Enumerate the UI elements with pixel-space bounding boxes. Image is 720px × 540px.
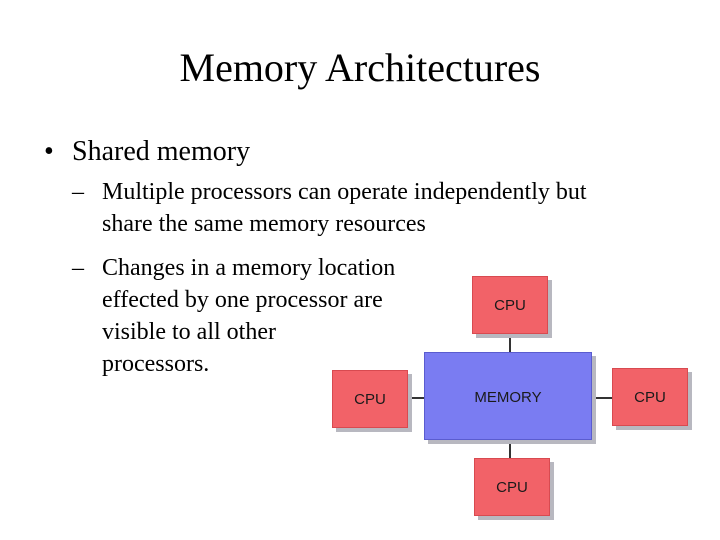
cpu-box-top: CPU: [472, 276, 548, 334]
bullet-shared-memory: • Shared memory: [44, 134, 250, 170]
connector-top: [509, 332, 511, 352]
cpu-box-bottom: CPU: [474, 458, 550, 516]
cpu-box-right: CPU: [612, 368, 688, 426]
connector-left: [406, 397, 424, 399]
slide-title: Memory Architectures: [179, 45, 541, 90]
subbullet-1: – Multiple processors can operate indepe…: [72, 176, 587, 240]
connector-right: [592, 397, 612, 399]
subbullet-line: effected by one processor are: [102, 287, 383, 313]
bullet-text: Shared memory: [72, 136, 251, 167]
connector-bottom: [509, 440, 511, 458]
subbullet-line: share the same memory resources: [102, 211, 426, 237]
shared-memory-diagram: CPU MEMORY CPU CPU CPU: [320, 270, 700, 530]
bullet-marker: •: [44, 136, 54, 167]
cpu-box-left: CPU: [332, 370, 408, 428]
subbullet-line: visible to all other: [102, 319, 276, 345]
subbullet-2: – Changes in a memory location effected …: [72, 252, 395, 380]
subbullet-line: Changes in a memory location: [102, 255, 396, 281]
subbullet-line: Multiple processors can operate independ…: [102, 179, 587, 205]
subbullet-line: processors.: [102, 351, 210, 377]
subbullet-marker: –: [72, 255, 84, 281]
memory-box: MEMORY: [424, 352, 592, 440]
subbullet-marker: –: [72, 179, 84, 205]
